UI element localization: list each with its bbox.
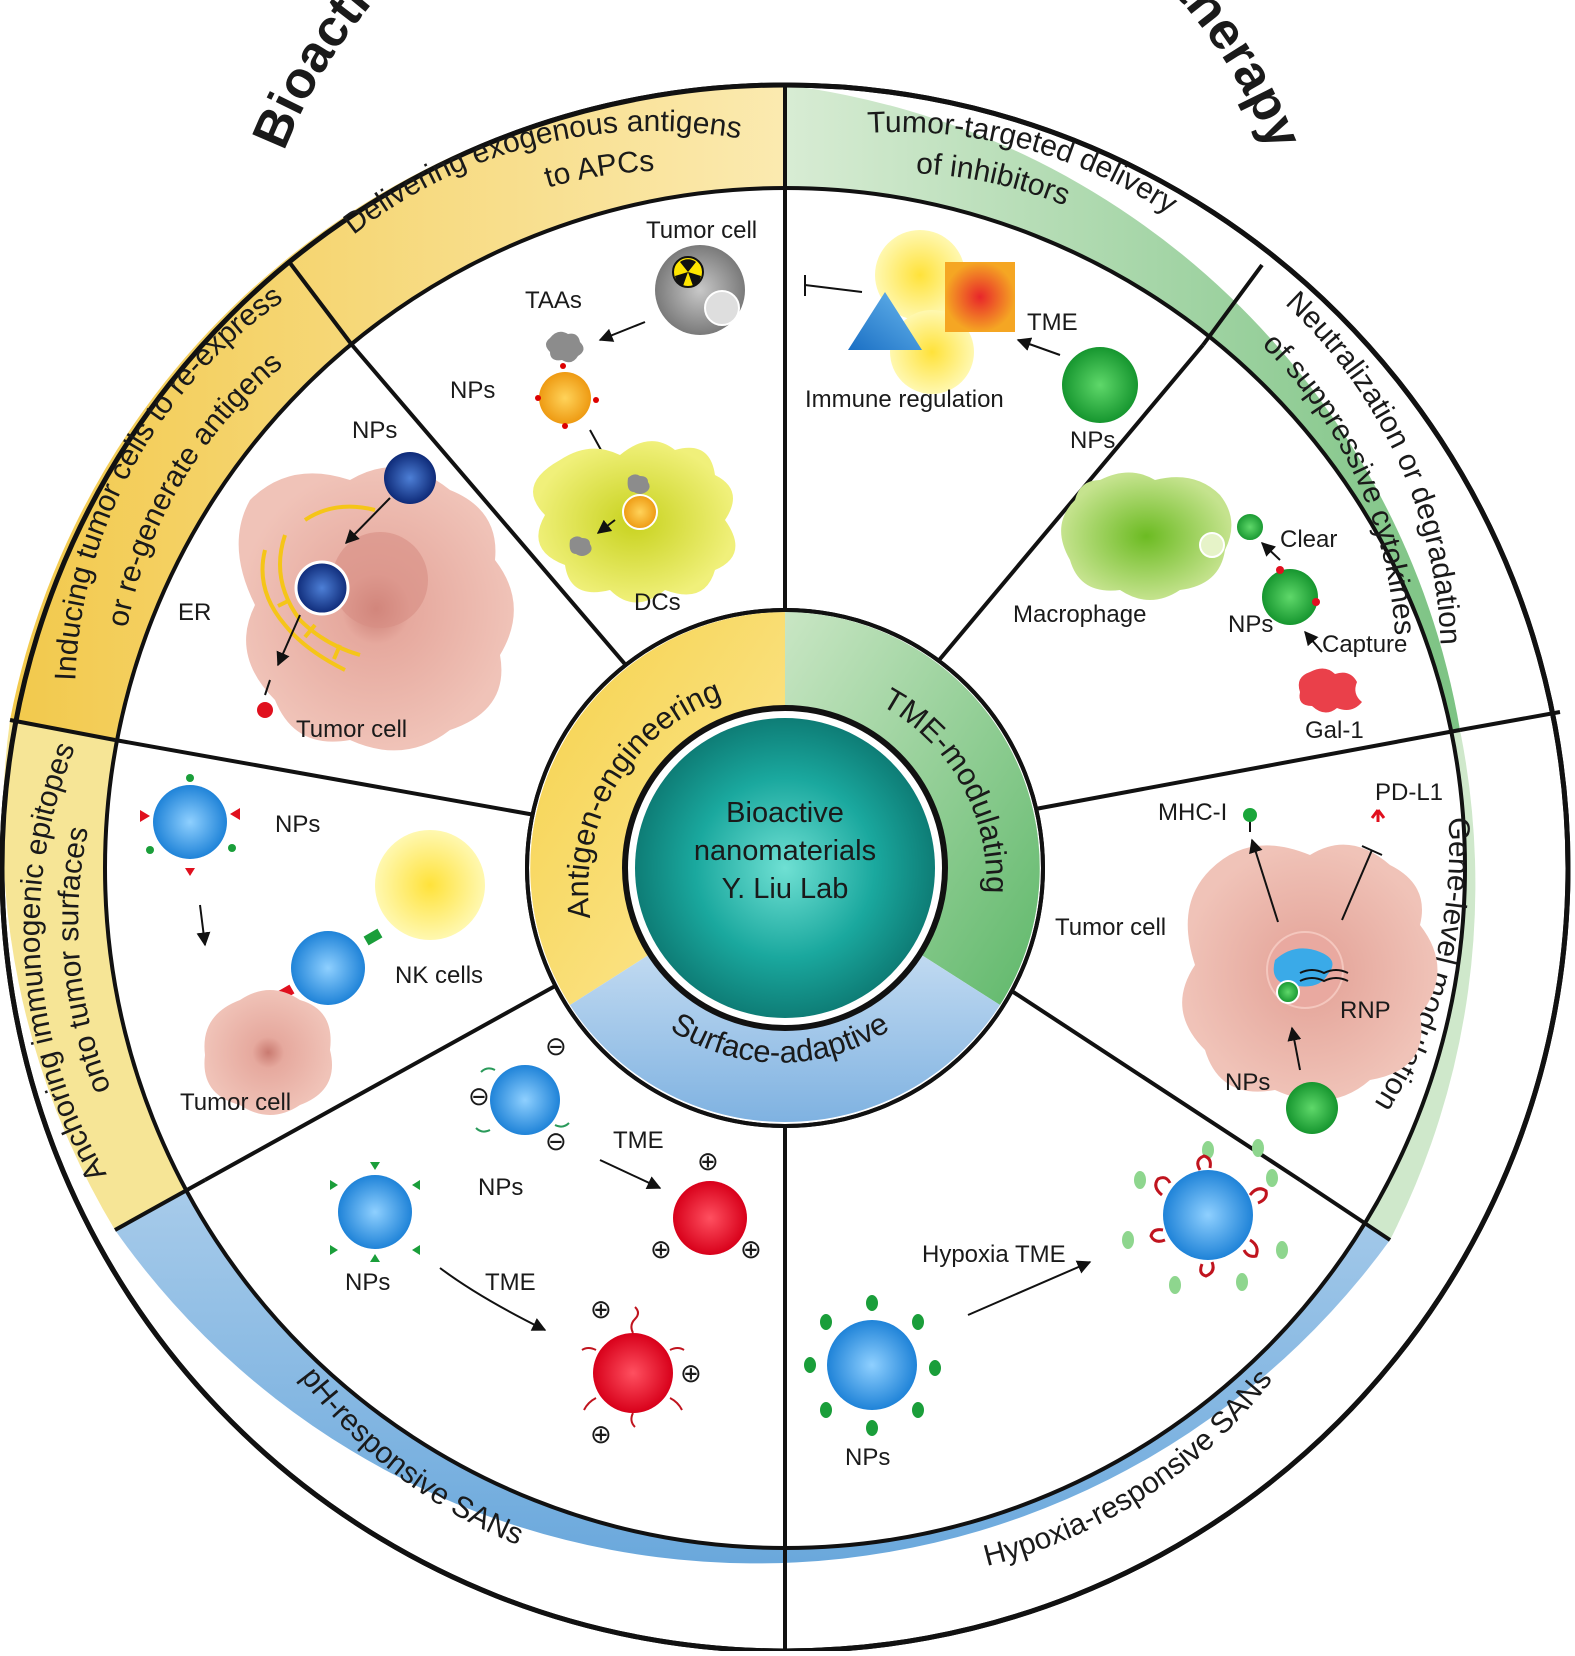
svg-text:⊕: ⊕ [590, 1419, 612, 1449]
section-delivering-antigens: Tumor cell TAAs NPs DCs [450, 217, 757, 616]
label-nps-s8: NPs [352, 417, 397, 444]
label-rnp: RNP [1340, 997, 1391, 1024]
core-line-3: Y. Liu Lab [722, 873, 849, 905]
core-circle [635, 718, 935, 1018]
np-blue-neg [490, 1065, 560, 1135]
label-nps-s6-bottom: NPs [345, 1269, 390, 1296]
np-blue-ph [338, 1175, 412, 1249]
section-dividers [114, 188, 1461, 1548]
label-tumor-cell-s4: Tumor cell [1055, 914, 1166, 941]
pd-l1-marker [1370, 809, 1386, 822]
label-tumor-cell-s1: Tumor cell [646, 217, 757, 244]
nk-cell [375, 830, 485, 940]
np-blue-hypoxia-released [1163, 1170, 1253, 1260]
label-hypoxia-tme: Hypoxia TME [922, 1241, 1066, 1268]
np-navy-outside [384, 452, 436, 504]
label-nps-s3: NPs [1228, 611, 1273, 638]
immune-yellow-circle-1 [875, 230, 965, 320]
released-ligands [1122, 1139, 1288, 1294]
np-green-s2 [1062, 347, 1138, 423]
rnp-complex [1273, 948, 1333, 987]
np-blue-anchoring [153, 785, 227, 859]
section-anchoring: NPs NK cells Tumor cell [140, 774, 485, 1116]
bound-ligands [804, 1295, 941, 1436]
label-macrophage: Macrophage [1013, 601, 1146, 628]
label-tme-s6-top: TME [613, 1127, 664, 1154]
section-ph-responsive: ⊖ ⊖ ⊖ NPs TME ⊕ ⊕ ⊕ NPs TME ⊕ ⊕ ⊕ [330, 1031, 762, 1449]
np-orange [539, 372, 591, 424]
label-taas: TAAs [525, 287, 582, 314]
antigen-marker [257, 702, 273, 718]
label-tme-s6-bottom: TME [485, 1269, 536, 1296]
gal1-protein [1298, 668, 1362, 713]
svg-text:⊕: ⊕ [650, 1234, 672, 1264]
svg-text:⊖: ⊖ [545, 1126, 567, 1156]
svg-text:⊕: ⊕ [680, 1358, 702, 1388]
section-tumor-targeted: TME Immune regulation NPs [804, 230, 1138, 454]
hub: Bioactive nanomaterials Y. Liu Lab Antig… [525, 608, 1045, 1128]
inhibitor-square [945, 262, 1015, 332]
np-green-s3 [1262, 569, 1318, 625]
label-er: ER [178, 599, 211, 626]
np-red-ph [593, 1333, 673, 1413]
np-navy-inside [294, 560, 350, 616]
label-gal1: Gal-1 [1305, 717, 1364, 744]
label-mhc-i: MHC-I [1158, 799, 1227, 826]
svg-text:⊕: ⊕ [590, 1294, 612, 1324]
section-hypoxia: Hypoxia TME NPs [804, 1139, 1288, 1471]
core-line-2: nanomaterials [694, 835, 876, 867]
label-pd-l1: PD-L1 [1375, 779, 1443, 806]
np-red-pos [673, 1181, 747, 1255]
section-inducing: NPs ER Tumor cell [178, 417, 514, 751]
negative-charge-icon: ⊖ [545, 1031, 567, 1061]
label-tumor-cell-s8: Tumor cell [296, 716, 407, 743]
core-line-1: Bioactive [726, 797, 844, 829]
taa-fragment-icon [546, 331, 584, 363]
label-nps-s4: NPs [1225, 1069, 1270, 1096]
label-nps-s2: NPs [1070, 427, 1115, 454]
section-neutralization: Clear Macrophage NPs Capture Gal-1 [1013, 472, 1407, 744]
svg-text:⊕: ⊕ [740, 1234, 762, 1264]
positive-charge-icon: ⊕ [697, 1146, 719, 1176]
label-nps-s1: NPs [450, 377, 495, 404]
tumor-cell-s7 [204, 990, 332, 1115]
macrophage [1061, 472, 1232, 600]
label-tumor-cell-s7: Tumor cell [180, 1089, 291, 1116]
label-capture: Capture [1322, 631, 1407, 658]
mhc-i-marker [1243, 808, 1257, 822]
label-immune-regulation: Immune regulation [805, 386, 1004, 413]
np-green-s4 [1286, 1082, 1338, 1134]
np-blue-bound [291, 931, 365, 1005]
label-dcs: DCs [634, 589, 681, 616]
label-tme-s2: TME [1027, 309, 1078, 336]
label-nps-s5: NPs [845, 1444, 890, 1471]
svg-text:⊖: ⊖ [468, 1081, 490, 1111]
inhibitor-triangle [848, 292, 922, 350]
section-gene-level: MHC-I PD-L1 Tumor cell RNP NPs [1055, 779, 1443, 1134]
endoplasmic-reticulum [260, 504, 376, 672]
label-nps-s6-top: NPs [478, 1174, 523, 1201]
label-nk-cells: NK cells [395, 962, 483, 989]
label-clear: Clear [1280, 526, 1337, 553]
label-nps-s7: NPs [275, 811, 320, 838]
np-blue-hypoxia [827, 1320, 917, 1410]
